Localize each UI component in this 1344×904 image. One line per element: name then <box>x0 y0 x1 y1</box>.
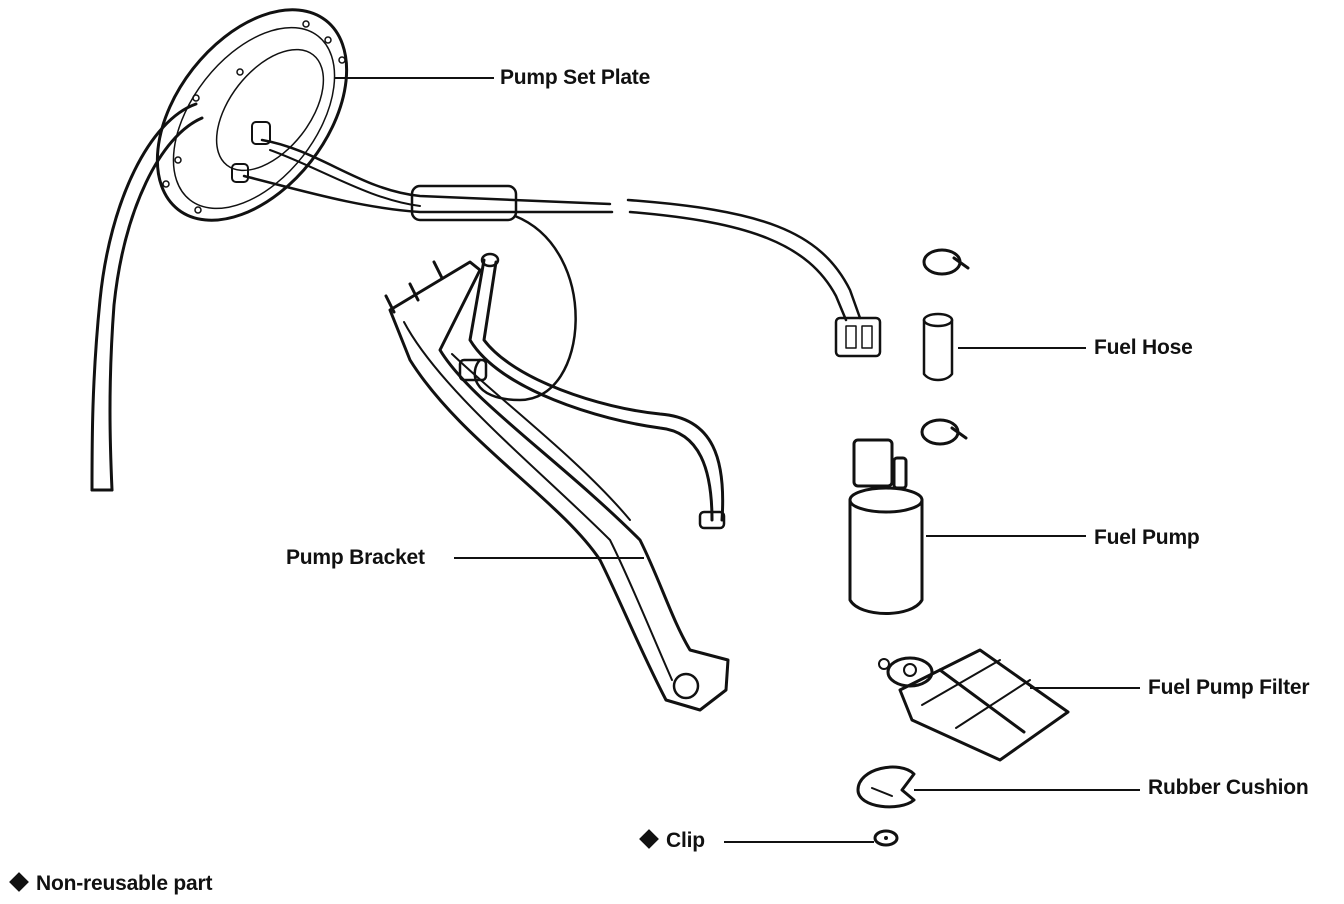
label-rubber-cushion: Rubber Cushion <box>1148 776 1309 799</box>
legend-non-reusable-text: Non-reusable part <box>36 872 213 895</box>
label-clip: Clip <box>639 829 705 853</box>
pump-bracket-drawing <box>384 252 730 712</box>
wire-harness-drawing <box>242 138 882 402</box>
label-pump-bracket: Pump Bracket <box>286 546 425 569</box>
label-fuel-pump: Fuel Pump <box>1094 526 1200 549</box>
non-reusable-diamond-icon <box>639 829 659 849</box>
label-clip-text: Clip <box>666 829 705 852</box>
label-pump-set-plate: Pump Set Plate <box>500 66 651 89</box>
label-fuel-hose: Fuel Hose <box>1094 336 1193 359</box>
clip-drawing <box>873 829 899 847</box>
pump-set-plate-drawing <box>155 8 349 222</box>
vent-hose-drawing <box>90 102 204 492</box>
label-fuel-pump-filter: Fuel Pump Filter <box>1148 676 1310 699</box>
legend-diamond-icon <box>9 872 29 892</box>
fuel-pump-drawing <box>848 438 924 615</box>
legend-non-reusable: Non-reusable part <box>9 872 213 896</box>
rubber-cushion-drawing <box>856 765 916 809</box>
fuel-pump-filter-drawing <box>878 648 1070 762</box>
hose-clamp-lower-drawing <box>920 418 968 446</box>
fuel-hose-drawing <box>922 312 954 382</box>
hose-clamp-upper-drawing <box>922 248 970 276</box>
